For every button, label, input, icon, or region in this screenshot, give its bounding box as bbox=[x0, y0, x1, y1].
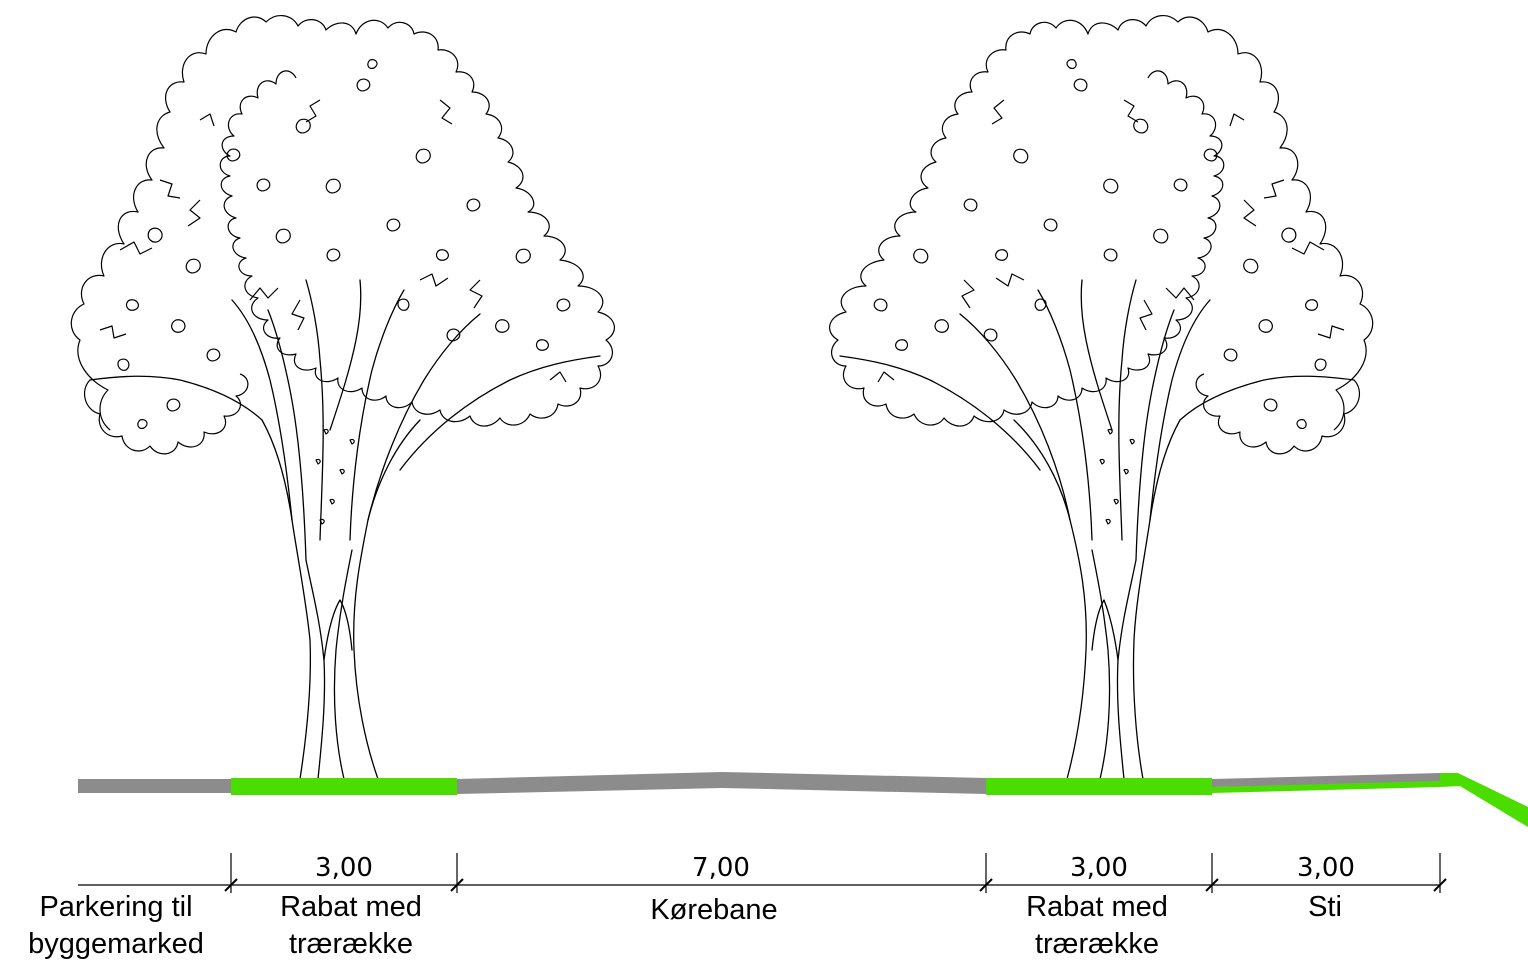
zone-carriageway-label: Kørebane bbox=[650, 894, 777, 926]
path-edge-verge bbox=[1212, 781, 1440, 793]
dim-path-label: 3,00 bbox=[1297, 853, 1355, 883]
zone-parking-label-line1: Parkering til bbox=[39, 891, 192, 923]
zone-path-label: Sti bbox=[1308, 891, 1342, 923]
verge-left-surface bbox=[231, 778, 457, 795]
tree-right-icon bbox=[829, 15, 1374, 780]
dim-verge-right-label: 3,00 bbox=[1070, 853, 1128, 883]
zone-verge-right-label-line2: trærække bbox=[1035, 928, 1159, 960]
dim-carriageway-label: 7,00 bbox=[692, 853, 750, 883]
zone-verge-left-label-line2: trærække bbox=[289, 928, 413, 960]
dim-verge-left-label: 3,00 bbox=[315, 853, 373, 883]
dimension-line bbox=[78, 853, 1447, 893]
ground-surfaces bbox=[78, 772, 1528, 827]
zone-parking-label-line2: byggemarked bbox=[28, 928, 204, 960]
zone-verge-left-label-line1: Rabat med bbox=[280, 891, 422, 923]
zone-verge-right-label-line1: Rabat med bbox=[1026, 891, 1168, 923]
tree-left-icon bbox=[70, 15, 615, 780]
carriageway-surface bbox=[457, 772, 986, 794]
slope-surface bbox=[1440, 773, 1528, 827]
verge-right-surface bbox=[986, 778, 1212, 795]
parking-surface bbox=[78, 779, 231, 793]
